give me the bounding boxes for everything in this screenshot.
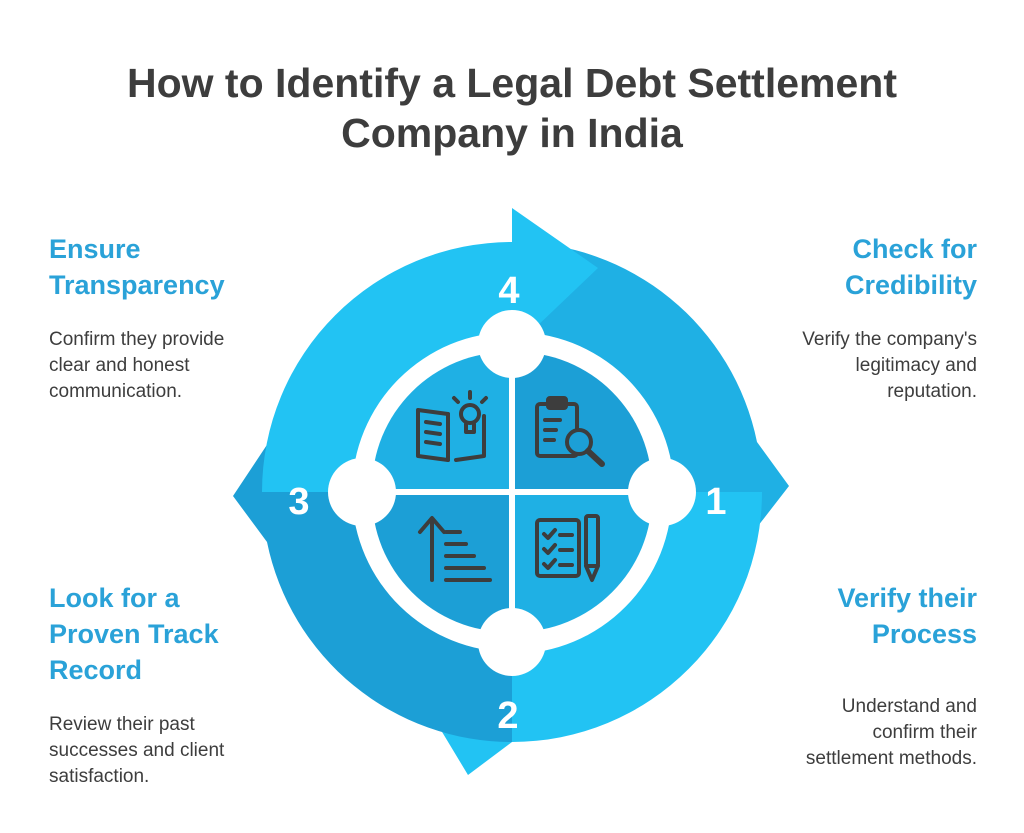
step-3-description: Review their past successes and client s… <box>49 712 309 790</box>
step-1-block: Check for Credibility Verify the company… <box>717 231 977 405</box>
ring-segment-4 <box>262 208 598 492</box>
step-3-description-line: Review their past <box>49 714 195 735</box>
step-1-description-line: legitimacy and <box>855 355 977 376</box>
ring-segment-1 <box>512 241 789 575</box>
step-1-heading-line: Credibility <box>844 270 977 300</box>
book-lightbulb-icon <box>416 390 488 462</box>
step-2-description-line: settlement methods. <box>805 748 977 769</box>
step-number-4: 4 <box>498 270 519 312</box>
step-2-heading: Verify their Process <box>717 580 977 652</box>
step-4-description-line: communication. <box>49 381 183 402</box>
step-2-heading-line: Process <box>871 619 977 649</box>
clipboard-search-icon <box>535 396 605 467</box>
notch-top <box>478 310 546 378</box>
step-3-heading-line: Look for a <box>49 583 180 613</box>
inner-quadrant-top-left <box>371 351 509 489</box>
growth-steps-icon <box>418 516 492 582</box>
step-3-heading-line: Record <box>49 655 143 685</box>
step-number-3: 3 <box>288 481 309 523</box>
step-3-heading-line: Proven Track <box>49 619 219 649</box>
step-4-description-line: clear and honest <box>49 355 190 376</box>
step-4-description-line: Confirm they provide <box>49 329 225 350</box>
step-3-description-line: satisfaction. <box>49 766 150 787</box>
step-4-block: Ensure Transparency Confirm they provide… <box>49 231 309 405</box>
title-line-1: How to Identify a Legal Debt Settlement <box>127 60 897 106</box>
notch-left <box>328 458 396 526</box>
checklist-pen-icon <box>535 514 600 582</box>
step-2-description-line: Understand and <box>841 696 977 717</box>
notch-bottom <box>478 608 546 676</box>
step-2-heading-line: Verify their <box>837 583 977 613</box>
step-2-description: Understand and confirm their settlement … <box>717 694 977 772</box>
step-4-description: Confirm they provide clear and honest co… <box>49 327 309 405</box>
page-title: How to Identify a Legal Debt Settlement … <box>0 58 1024 158</box>
step-4-heading-line: Ensure <box>49 234 141 264</box>
step-number-2: 2 <box>497 695 518 737</box>
step-3-heading: Look for a Proven Track Record <box>49 580 309 688</box>
inner-quadrant-bottom-left <box>371 495 509 633</box>
step-1-heading-line: Check for <box>852 234 977 264</box>
step-2-block: Verify their Process Understand and conf… <box>717 580 977 772</box>
step-3-description-line: successes and client <box>49 740 225 761</box>
step-1-heading: Check for Credibility <box>717 231 977 303</box>
step-4-heading-line: Transparency <box>49 270 225 300</box>
title-line-2: Company in India <box>341 110 683 156</box>
step-4-heading: Ensure Transparency <box>49 231 309 303</box>
notch-right <box>628 458 696 526</box>
step-1-description: Verify the company's legitimacy and repu… <box>717 327 977 405</box>
step-3-block: Look for a Proven Track Record Review th… <box>49 580 309 790</box>
step-number-1: 1 <box>705 481 726 523</box>
step-1-description-line: reputation. <box>887 381 977 402</box>
step-2-description-line: confirm their <box>872 722 977 743</box>
step-1-description-line: Verify the company's <box>802 329 977 350</box>
inner-quadrant-bottom-right <box>515 495 653 633</box>
